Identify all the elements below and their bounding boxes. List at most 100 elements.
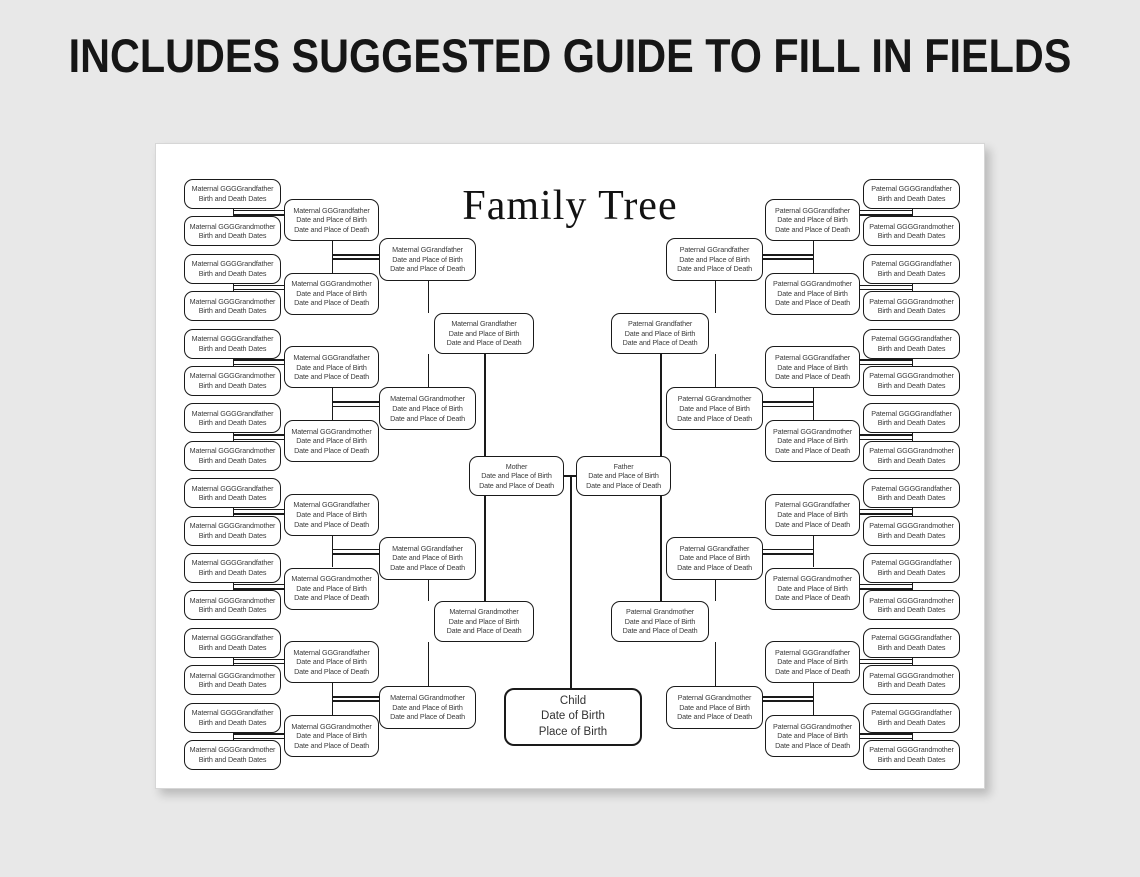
box-guide: Birth and Death Dates (198, 530, 267, 540)
connector-line (714, 281, 717, 313)
connector-line (232, 214, 284, 216)
connector-line (331, 253, 379, 256)
connector-line (911, 657, 914, 667)
connector-line (427, 281, 430, 313)
box-guide: Date and Place of Birth (777, 436, 848, 446)
box-label: Maternal GGGGrandfather (191, 184, 274, 194)
box-paternal-grandfather: Paternal Grandfather Date and Place of B… (611, 313, 709, 354)
box-guide: Birth and Death Dates (877, 231, 946, 241)
box-maternal-grandfather: Maternal Grandfather Date and Place of B… (434, 313, 534, 354)
connector-line (660, 496, 662, 601)
box-guide: Date and Place of Birth (296, 731, 367, 741)
connector-line (911, 508, 914, 517)
connector-line (331, 683, 334, 715)
box-guide: Date and Place of Birth (777, 215, 848, 225)
connector-line (911, 283, 914, 293)
box-guide: Date and Place of Death (294, 740, 369, 750)
box-guide: Birth and Death Dates (198, 680, 267, 690)
box-guide: Birth and Death Dates (198, 568, 267, 577)
box-label: Paternal GGGGrandmother (869, 745, 954, 755)
connector-line (714, 354, 717, 388)
connector-line (911, 209, 914, 218)
box-label: Maternal GGGGrandmother (189, 745, 276, 755)
box-label: Paternal GGGGrandfather (871, 259, 952, 269)
box-label: Paternal GGGGrandfather (871, 184, 952, 194)
box-guide: Date and Place of Birth (679, 254, 750, 264)
box-guide: Birth and Death Dates (198, 343, 267, 353)
box-mother: Mother Date and Place of Birth Date and … (469, 456, 564, 496)
connector-line (860, 662, 914, 665)
connector-line (714, 579, 717, 601)
box-guide: Date and Place of Death (294, 445, 369, 455)
box-label: Paternal GGrandfather (679, 543, 750, 553)
connector-line (232, 583, 235, 592)
box-guide: Birth and Death Dates (877, 605, 946, 615)
box-label: Child (559, 694, 587, 707)
box-guide: Date and Place of Death (390, 264, 465, 274)
connector-line (860, 513, 914, 515)
box-guide: Date and Place of Birth (448, 328, 520, 338)
box-guide: Date and Place of Death (775, 224, 850, 234)
connector-line (860, 658, 914, 661)
box-guide: Birth and Death Dates (198, 231, 267, 241)
connector-line (763, 253, 815, 256)
box-guide: Date and Place of Birth (392, 702, 463, 712)
connector-line (860, 733, 914, 735)
box-guide: Date and Place of Death (294, 593, 369, 603)
box-guide: Date and Place of Death (446, 338, 522, 348)
connector-line (763, 405, 815, 408)
connector-line (812, 388, 815, 421)
connector-line (331, 258, 379, 260)
box-guide: Date and Place of Birth (481, 471, 552, 481)
box-label: Paternal GGGrandfather (774, 500, 850, 510)
box-guide: Birth and Death Dates (198, 418, 267, 428)
connector-line (232, 737, 284, 740)
connector-line (232, 209, 235, 218)
box-guide: Birth and Death Dates (877, 568, 946, 577)
box-label: Maternal GGGrandfather (293, 647, 370, 657)
connector-line (232, 508, 284, 511)
box-guide: Birth and Death Dates (198, 755, 267, 764)
box-father: Father Date and Place of Birth Date and … (576, 456, 671, 496)
box-label: Maternal GGrandmother (390, 693, 465, 702)
box-label: Paternal GGGGrandmother (869, 595, 954, 605)
box-label: Maternal GGGGrandfather (191, 708, 274, 717)
connector-line (860, 583, 914, 586)
connector-line (232, 658, 284, 661)
connector-line (860, 359, 914, 361)
connector-line (860, 438, 914, 441)
box-label: Maternal GGGGrandfather (191, 259, 274, 269)
box-label: Paternal GGGrandmother (773, 574, 852, 584)
box-label: Paternal GGGGrandfather (871, 483, 952, 493)
box-label: Maternal GGGGrandfather (191, 408, 274, 418)
connector-line (860, 214, 914, 216)
box-label: Maternal GGGGrandmother (189, 521, 276, 530)
box-guide: Date and Place of Birth (392, 404, 463, 413)
box-label: Paternal GGGGrandmother (869, 371, 954, 381)
box-guide: Date and Place of Death (294, 519, 369, 529)
box-guide: Date and Place of Birth (679, 553, 750, 563)
box-label: Maternal GGGrandmother (291, 721, 372, 731)
box-label: Paternal GGGGrandmother (869, 221, 954, 231)
connector-line (763, 401, 815, 403)
box-guide: Birth and Death Dates (877, 717, 946, 727)
box-paternal-grandmother: Paternal Grandmother Date and Place of B… (611, 601, 709, 642)
box-guide: Date and Place of Birth (624, 328, 696, 338)
box-guide: Birth and Death Dates (877, 306, 946, 316)
